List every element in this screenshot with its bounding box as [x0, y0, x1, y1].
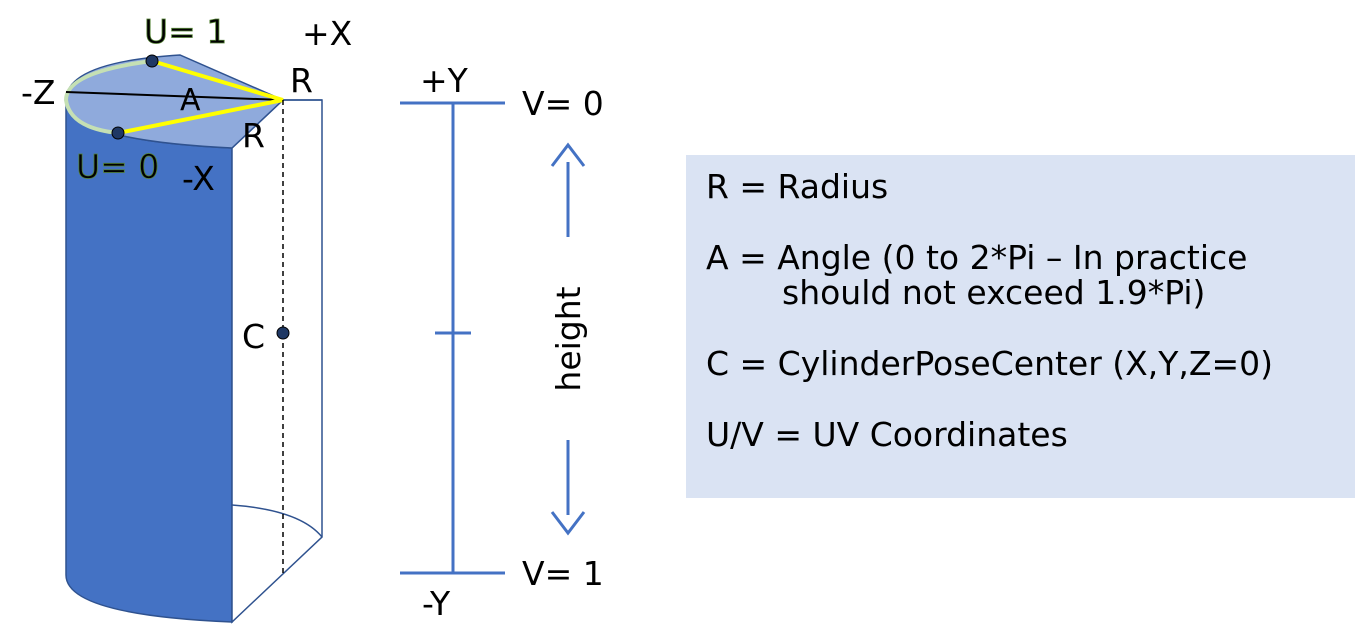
legend-uv: U/V = UV Coordinates	[706, 415, 1068, 454]
legend-angle-line2: should not exceed 1.9*Pi)	[782, 273, 1206, 312]
cylinder-bottom-arc	[231, 504, 323, 538]
label-plus-y: +Y	[420, 61, 469, 100]
u-zero-point	[111, 126, 125, 140]
cylinder-cut-face	[231, 99, 323, 624]
label-u-one: U= 1	[144, 12, 227, 51]
uv-arc	[63, 59, 153, 135]
legend-center: C = CylinderPoseCenter (X,Y,Z=0)	[706, 344, 1274, 383]
height-arrow-up-head	[550, 142, 586, 167]
label-minus-x: -X	[182, 159, 215, 198]
radius-line-top	[151, 59, 284, 102]
label-height: height	[549, 286, 588, 391]
label-minus-y: -Y	[422, 584, 451, 623]
height-arrow-down-head	[550, 511, 586, 536]
label-angle: A	[180, 83, 201, 118]
label-u-zero: U= 0	[76, 147, 159, 186]
label-center: C	[242, 317, 265, 356]
label-v-zero: V= 0	[522, 84, 604, 123]
diameter-line	[65, 91, 284, 101]
label-v-one: V= 1	[522, 554, 604, 593]
u-one-point	[145, 54, 159, 68]
legend-radius: R = Radius	[706, 167, 889, 206]
label-radius-bottom: R	[242, 116, 265, 155]
radius-line-bottom	[117, 98, 284, 135]
label-plus-x: +X	[302, 14, 352, 53]
legend-box: R = Radius A = Angle (0 to 2*Pi – In pra…	[686, 155, 1355, 498]
label-minus-z: -Z	[21, 73, 56, 112]
legend-angle-line1: A = Angle (0 to 2*Pi – In practice	[706, 238, 1248, 277]
label-radius-top: R	[290, 61, 313, 100]
center-point	[276, 326, 290, 340]
